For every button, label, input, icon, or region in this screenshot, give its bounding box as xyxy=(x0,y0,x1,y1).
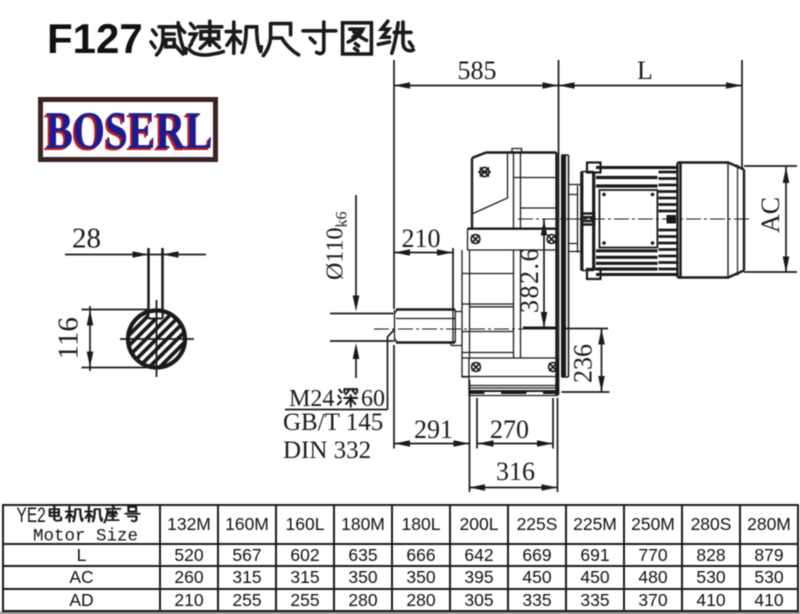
svg-text:L: L xyxy=(637,56,653,85)
svg-text:382.6: 382.6 xyxy=(515,247,544,313)
svg-text:316: 316 xyxy=(496,457,535,486)
svg-text:60: 60 xyxy=(361,386,385,412)
svg-text:AC: AC xyxy=(756,197,785,233)
svg-text:291: 291 xyxy=(414,415,453,444)
svg-text:BOSERL: BOSERL xyxy=(46,102,213,160)
svg-text:585: 585 xyxy=(458,56,497,85)
svg-text:DIN 332: DIN 332 xyxy=(283,437,371,464)
svg-text:236: 236 xyxy=(569,344,598,383)
svg-text:M24: M24 xyxy=(289,386,334,412)
svg-text:Ø110k6: Ø110k6 xyxy=(323,212,351,280)
svg-text:GB/T 145: GB/T 145 xyxy=(283,409,383,436)
svg-text:210: 210 xyxy=(402,224,441,253)
svg-text:F127: F127 xyxy=(47,15,143,62)
svg-text:116: 116 xyxy=(53,317,85,359)
svg-text:28: 28 xyxy=(72,223,101,255)
svg-text:BOSERL: BOSERL xyxy=(44,104,211,162)
svg-text:270: 270 xyxy=(490,415,529,444)
